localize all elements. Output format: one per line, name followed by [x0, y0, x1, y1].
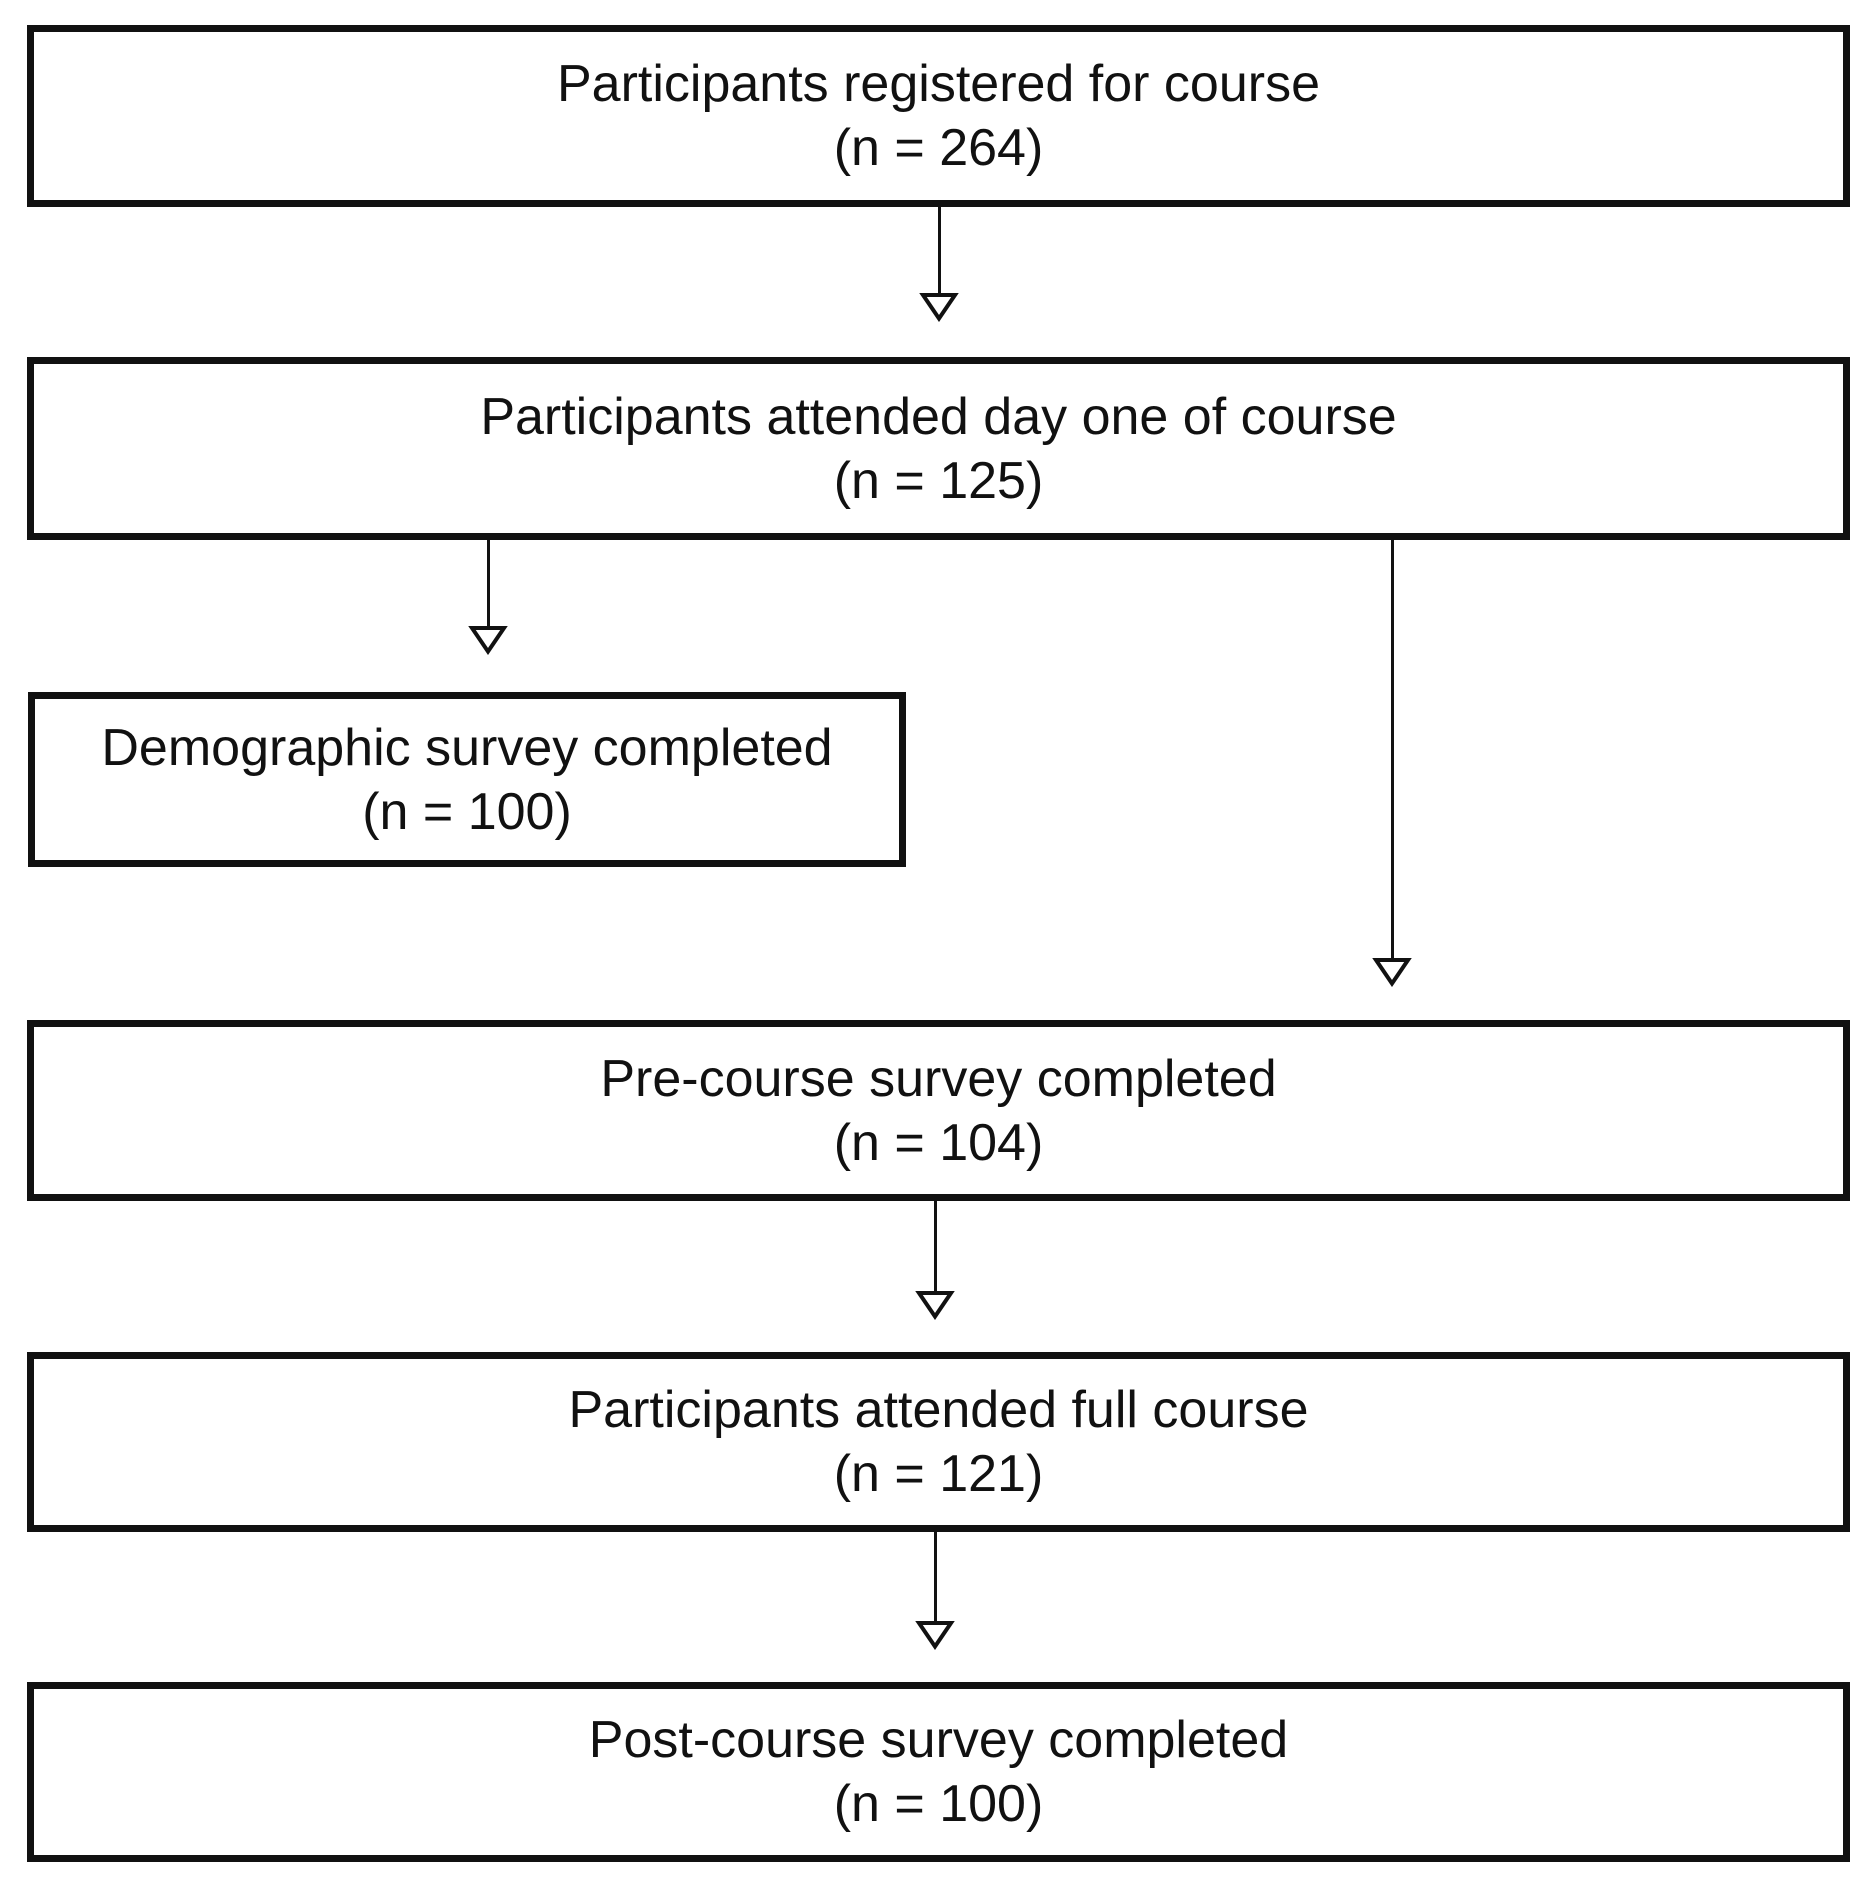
box-attended-day-one: Participants attended day one of course …	[27, 357, 1850, 540]
box-attended-day-one-count: (n = 125)	[833, 451, 1044, 510]
box-registered-label: Participants registered for course	[556, 55, 1320, 113]
box-registered-count: (n = 264)	[833, 119, 1044, 177]
open-arrowhead-icon	[915, 1291, 955, 1320]
box-attended-full-course-count: (n = 121)	[833, 1445, 1044, 1503]
box-pre-course-survey-count: (n = 104)	[833, 1113, 1044, 1172]
arrow-day-one-to-demographic	[468, 540, 508, 655]
arrow-line	[933, 1532, 937, 1622]
open-arrowhead-icon	[915, 1621, 955, 1650]
box-registered: Participants registered for course (n = …	[27, 25, 1850, 207]
arrow-line	[1390, 540, 1394, 959]
arrow-full-course-to-post-course	[915, 1532, 955, 1650]
arrow-day-one-to-pre-course	[1372, 540, 1412, 987]
open-arrowhead-icon	[919, 293, 959, 322]
arrow-line	[937, 207, 941, 294]
arrow-registered-to-day-one	[919, 207, 959, 322]
open-arrowhead-icon	[468, 626, 508, 655]
arrow-line	[933, 1201, 937, 1292]
arrow-line	[486, 540, 490, 627]
box-demographic-survey: Demographic survey completed (n = 100)	[28, 692, 906, 867]
box-post-course-survey: Post-course survey completed (n = 100)	[27, 1682, 1850, 1862]
box-attended-full-course: Participants attended full course (n = 1…	[27, 1352, 1850, 1532]
box-pre-course-survey-label: Pre-course survey completed	[600, 1049, 1277, 1108]
box-pre-course-survey: Pre-course survey completed (n = 104)	[27, 1020, 1850, 1201]
box-attended-day-one-label: Participants attended day one of course	[480, 387, 1397, 446]
box-post-course-survey-label: Post-course survey completed	[588, 1711, 1289, 1769]
box-demographic-survey-count: (n = 100)	[362, 782, 572, 841]
open-arrowhead-icon	[1372, 958, 1412, 987]
box-attended-full-course-label: Participants attended full course	[568, 1381, 1309, 1439]
box-demographic-survey-label: Demographic survey completed	[101, 718, 833, 777]
box-post-course-survey-count: (n = 100)	[833, 1775, 1044, 1833]
arrow-pre-course-to-full-course	[915, 1201, 955, 1320]
